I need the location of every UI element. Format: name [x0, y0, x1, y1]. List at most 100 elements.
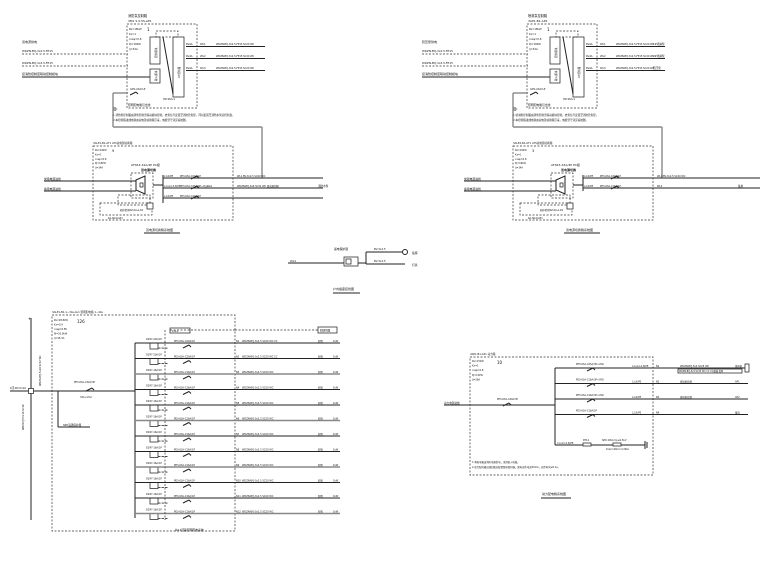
- junction-icon: [28, 388, 34, 394]
- ats-panel-boundary: [92, 145, 234, 221]
- power-circuit-cable2: WDZN-BYJ-5x4 SC25 WC CC 2号楼梯 照明: [679, 369, 724, 373]
- output-circuit: WL2: [600, 54, 606, 58]
- circuit-load: 照明: [318, 494, 323, 498]
- output-breaker: Pe4A: [586, 54, 593, 58]
- rcd-label: DZ47-16A/1P: [146, 478, 162, 481]
- circuit-cable: WDZN-BYJ-3x2.5 SC20 WC: [242, 418, 274, 421]
- panel-param: Pj=18kW: [129, 42, 141, 46]
- breaker-tick: [188, 515, 192, 518]
- breaker-contact: [182, 406, 190, 411]
- diagram-title: 动力配电箱系统图: [542, 491, 566, 496]
- rcd-icon: [149, 389, 159, 396]
- header-right-label: 照明回路: [320, 329, 331, 333]
- ats-output-breaker: PE3-63A-C20A/1P: [180, 175, 201, 178]
- power-param: Pj=15kW: [472, 374, 484, 377]
- aux-loop: [537, 194, 571, 206]
- circuit-breaker-label: PE3-63A-C16A/1P: [174, 387, 195, 390]
- ats-output-phase: L1,N,PE: [164, 175, 174, 178]
- input-label: 接消防控制室联动控制模块: [422, 71, 458, 76]
- ats-diagram-ats-2: 3ALE2-B1-AT1 ATS双电源切换箱Pe=18kWKx=1cosφ=0.…: [464, 141, 760, 234]
- rcd-label: DZ47-16A/1P: [146, 369, 162, 372]
- ats-output-cable: WL1 BV-3x2.5 SC20 WC: [657, 175, 686, 178]
- detail-load: 插座: [412, 251, 418, 255]
- notes-title: 注:: [113, 106, 117, 111]
- ats-output-breaker: PE3-63A-C16A/1P: [600, 185, 621, 188]
- circuit-id: N9: [236, 464, 240, 467]
- breaker-contact: [182, 499, 190, 504]
- breaker-tick: [188, 499, 192, 503]
- breaker-tick: [91, 387, 95, 391]
- main-breaker-symbol: [85, 387, 95, 392]
- panel-number: 1: [147, 27, 150, 32]
- power-circuit-phase: L1,L2,L3,N,PE: [632, 365, 649, 368]
- power-circuit-breaker: PE3-63A-C25A/3P+VIGI: [576, 363, 604, 366]
- circuit-load: 照明: [318, 432, 323, 436]
- power-circuit-load: 备用: [735, 411, 740, 415]
- circuit-load: 照明: [318, 370, 323, 374]
- ats-input-label: 常用电源进线: [464, 177, 481, 181]
- power-circuit-breaker-symbol: [586, 398, 596, 403]
- rcd-label: DZ47-16A/1P: [146, 509, 162, 512]
- panel-param: Ij=34A: [529, 47, 538, 51]
- circuit-id: N8: [236, 449, 240, 452]
- rcd-label: DZ47-16A/1P: [146, 462, 162, 465]
- power-param: Ij=28A: [472, 378, 481, 381]
- power-circuit-breaker-symbol: [586, 414, 596, 418]
- circuit-id: N2: [236, 356, 240, 359]
- breaker-contact: [129, 91, 137, 96]
- circuit-breaker-label: PE3-63A-C16A/1P: [174, 418, 195, 421]
- circuit-breaker-label: PE3-63A-C16A/1P: [174, 433, 195, 436]
- circuit-power: 1kW: [333, 433, 339, 436]
- fuse-icon: [582, 442, 592, 447]
- ats-switch-icon: [135, 175, 146, 195]
- output-cable: WDZN-BYJ-3x2.5-FE15 SC20 WC: [216, 67, 254, 70]
- bus-label: WDZN-BYJ-5x10 SC32 WC: [39, 355, 42, 386]
- rcd-inner-icon: [345, 258, 352, 265]
- power-main-breaker: PE3-63A-C40A/3P: [497, 398, 518, 401]
- ats-panel-boundary: [512, 145, 654, 221]
- circuit-id: N5: [236, 402, 240, 405]
- panel-param: cosφ=0.8: [529, 37, 542, 41]
- circuit-breaker-symbol: [182, 422, 192, 426]
- panel-param: cosφ=0.8: [129, 37, 142, 41]
- rcd-icon: [149, 435, 159, 443]
- riser-label: WDZN-YJY-5x16 SC40: [22, 404, 25, 430]
- panel-boundary: [126, 23, 198, 109]
- power-param: Kx=1: [472, 365, 479, 368]
- power-circuit-load: AP1: [735, 381, 740, 384]
- circuit-id: N7: [236, 433, 240, 436]
- rcd-icon: [149, 513, 159, 520]
- riser-top-icon: +: [28, 316, 31, 321]
- breaker-tick: [188, 453, 192, 456]
- aux-relay-icon: [566, 202, 574, 210]
- note-text: 2.本控制箱进线电源由双电源切换箱引来，电缆型号详见系统图。: [513, 118, 588, 122]
- output-circuit: WL3: [600, 66, 606, 70]
- rcd-icon: [149, 482, 159, 489]
- ats-sublabel: 双电源切换: [140, 167, 157, 172]
- detail-out-label: BV-3x2.5: [374, 259, 386, 263]
- breaker-tick: [592, 383, 596, 386]
- detail-out-label: BV-3x2.5: [374, 247, 386, 251]
- power-circuit-cable: WDZN-BYJ-5x4 SC25 WC: [680, 365, 709, 368]
- panel-number: 1: [547, 27, 550, 32]
- circuit-breaker-symbol: [182, 344, 192, 349]
- ats-model: ATS63-32A/4P PC级: [551, 162, 580, 167]
- rcd-label: DZ47-16A/1P: [146, 493, 162, 496]
- breaker-tick: [535, 91, 539, 95]
- ats-param: Pe=18kW: [515, 149, 527, 152]
- socket-icon: [402, 249, 408, 255]
- cb-group-tag: [169, 327, 191, 334]
- panel-param: Pe=18kW: [529, 27, 542, 31]
- circuit-power: 1kW: [333, 495, 339, 498]
- dist-footer-note: 共12回路照明配电系统: [175, 528, 204, 532]
- input-label: 稳压泵供电: [422, 39, 437, 44]
- breaker-contact: [85, 387, 93, 392]
- circuit-breaker-symbol: [182, 499, 192, 504]
- dist-param: Ij=46.3A: [54, 337, 65, 340]
- breaker-tick: [188, 468, 192, 472]
- power-note: 1.本配电箱由消防电源供电，采用耐火电缆。: [472, 460, 520, 464]
